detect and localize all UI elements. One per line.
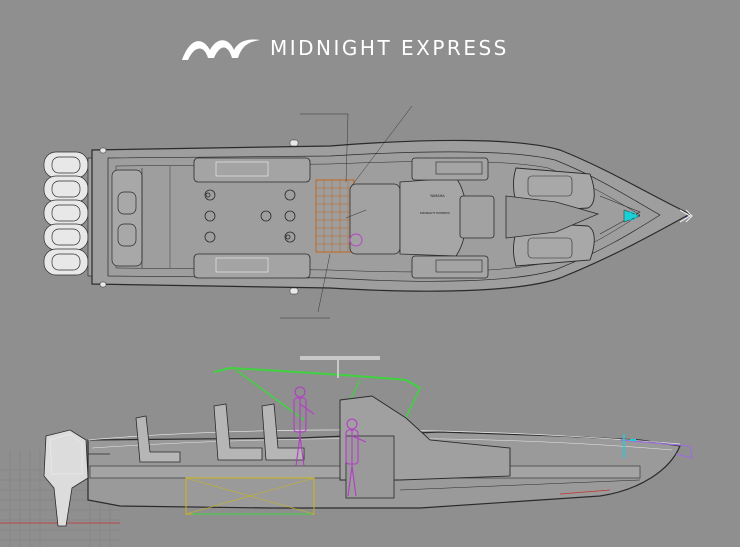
cleat-icon	[99, 281, 107, 288]
callout-leader	[345, 113, 349, 183]
standing-figure	[345, 418, 367, 497]
transom-hatch	[117, 223, 137, 247]
cleat-icon	[289, 139, 299, 147]
console-label-brand: MIDNIGHT EXPRESS	[420, 211, 450, 215]
cabin-grid	[315, 179, 355, 253]
seat-icon	[213, 403, 263, 461]
console-label-yamaha: YAMAHA	[430, 194, 445, 198]
cupholder-icon	[284, 189, 296, 201]
seat-row	[135, 403, 305, 463]
brand-name: MIDNIGHT EXPRESS	[270, 36, 509, 60]
cupholder-icon	[205, 192, 211, 198]
brand-logo: MIDNIGHT EXPRESS	[180, 28, 509, 68]
bow-rail	[619, 439, 693, 459]
t-top-tower	[213, 356, 421, 431]
forward-hatch	[459, 195, 495, 239]
cupholder-icon	[204, 231, 216, 243]
cupholder-icon	[285, 234, 291, 240]
mx-wave-logo-icon	[182, 39, 260, 60]
standing-figure	[293, 386, 315, 467]
bow-anchor-icon	[679, 209, 693, 223]
cupholder-icon	[260, 210, 272, 222]
outboard-engine-profile	[43, 429, 89, 527]
bow-table	[505, 195, 600, 239]
starboard-forward-box	[411, 255, 489, 279]
port-side-box-lid	[215, 161, 269, 177]
cleat-icon	[289, 287, 299, 295]
cupholder-icon	[204, 189, 216, 201]
seat-icon	[261, 403, 305, 461]
cupholder-icon	[284, 231, 296, 243]
cupholder-icon	[204, 210, 216, 222]
helm-seat-icon	[349, 233, 363, 247]
cleat-icon	[99, 147, 107, 154]
callout-leader	[349, 105, 413, 189]
cleat-icons	[99, 139, 299, 295]
seat-icon	[135, 415, 181, 463]
starboard-side-box-lid	[215, 257, 269, 273]
anchor-icon	[623, 209, 641, 223]
deck-inner-outline	[107, 151, 661, 282]
port-forward-box	[411, 157, 489, 181]
cupholder-icons	[204, 189, 296, 243]
cupholder-icon	[284, 210, 296, 222]
transom-hatch	[117, 191, 137, 215]
outboard-engines	[43, 151, 89, 276]
callout-leader	[317, 253, 331, 313]
cabin-door	[345, 435, 395, 499]
outboard-engine-icon	[43, 223, 89, 251]
